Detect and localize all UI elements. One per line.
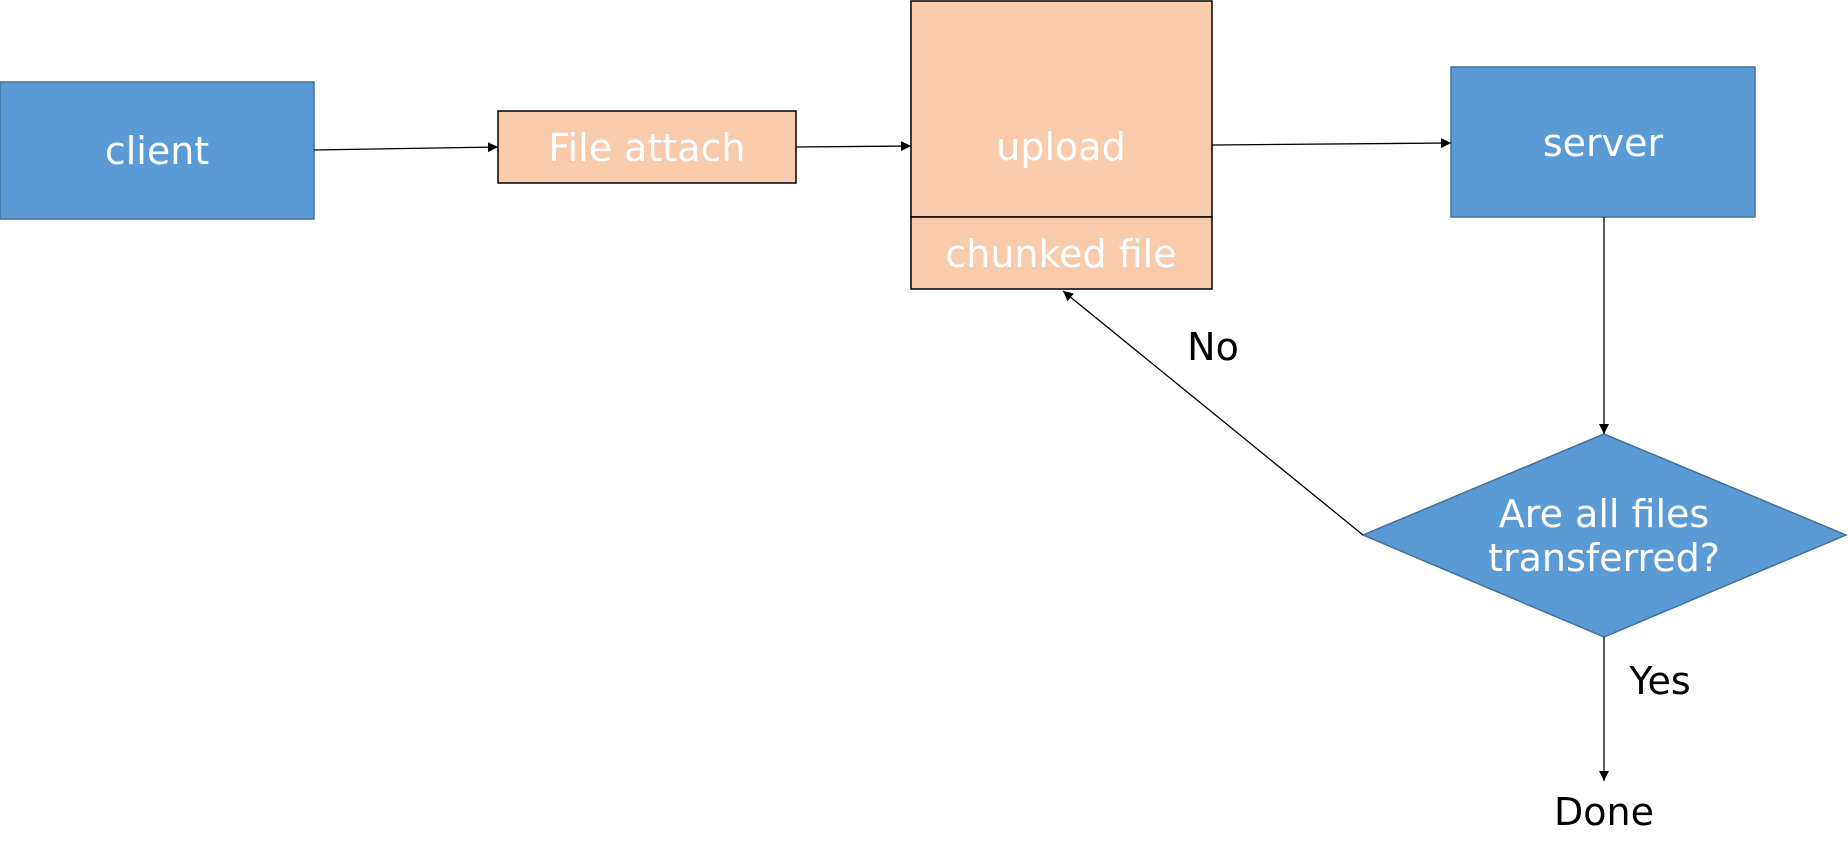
- decision-label-line1: Are all files: [1499, 492, 1709, 536]
- upload-node: upload: [910, 0, 1213, 218]
- chunked-file-node: chunked file: [910, 216, 1213, 290]
- file-attach-label: File attach: [548, 126, 745, 170]
- done-label: Done: [1554, 790, 1654, 834]
- edge-label-yes: Yes: [1628, 659, 1690, 703]
- client-node: client: [0, 81, 315, 220]
- upload-box: [910, 0, 1213, 218]
- edge-file-attach-to-upload: [795, 141, 912, 152]
- edge-upload-to-server: [1211, 138, 1452, 149]
- upload-label: upload: [996, 125, 1125, 169]
- file-attach-node: File attach: [497, 110, 797, 184]
- server-node: server: [1450, 66, 1756, 218]
- chunked-file-label: chunked file: [945, 232, 1176, 276]
- edge-label-no: No: [1187, 325, 1239, 369]
- server-box: [1450, 66, 1756, 218]
- server-label: server: [1543, 121, 1664, 165]
- edge-decision-to-chunked-file: [1062, 290, 1364, 536]
- decision-node: Are all files transferred?: [1361, 433, 1848, 638]
- decision-label-line2: transferred?: [1488, 536, 1720, 580]
- edge-client-to-file-attach: [313, 142, 499, 153]
- client-box: [0, 81, 315, 220]
- chunked-file-box: [910, 216, 1213, 290]
- client-label: client: [105, 129, 209, 173]
- file-attach-box: [497, 110, 797, 184]
